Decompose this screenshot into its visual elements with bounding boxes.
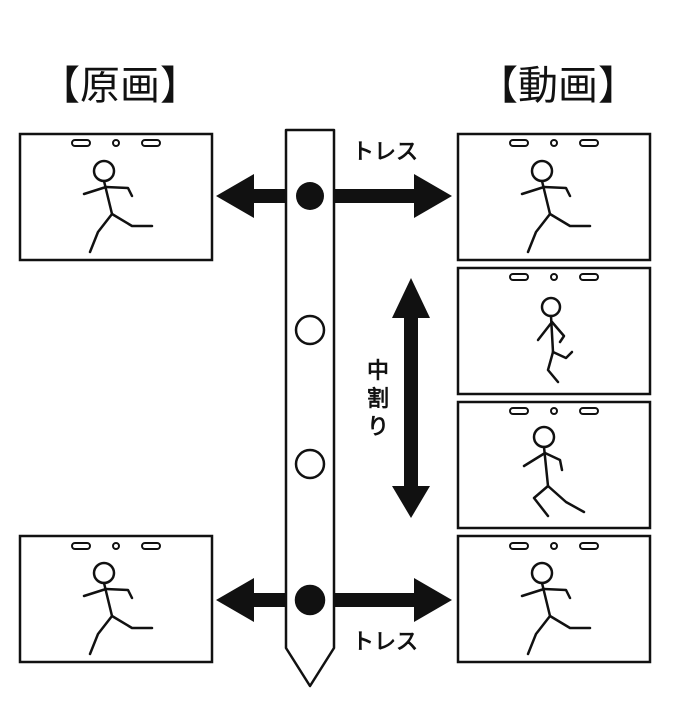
stick-figure-icon [520,561,592,656]
trace-arrow-bottom [216,578,452,622]
trace-arrow-top [216,174,452,218]
inbetweens-heading: 【動画】 [478,63,638,109]
inbetween-card-1 [456,132,652,262]
stick-figure-icon [522,425,586,518]
trace-label-bottom: トレス [352,630,419,655]
inbetween-card-3 [456,400,652,530]
stick-figure-icon [536,296,574,384]
inbetween-marker-1 [294,314,326,346]
inbetween-card-2 [456,266,652,396]
keyframe-marker-top [296,182,324,210]
stick-figure-icon [82,561,154,656]
inbetween-marker-2 [294,448,326,480]
keyframe-card-bottom [18,534,214,664]
timing-chart [284,128,336,688]
stick-figure-icon [520,159,592,254]
inbetweening-arrow [392,278,430,518]
keyframe-card-top [18,132,214,262]
stick-figure-icon [82,159,154,254]
keyframes-heading: 【原画】 [40,63,200,109]
inbetween-card-4 [456,534,652,664]
trace-label-top: トレス [352,140,419,165]
inbetweening-label: 中割り [366,359,389,440]
